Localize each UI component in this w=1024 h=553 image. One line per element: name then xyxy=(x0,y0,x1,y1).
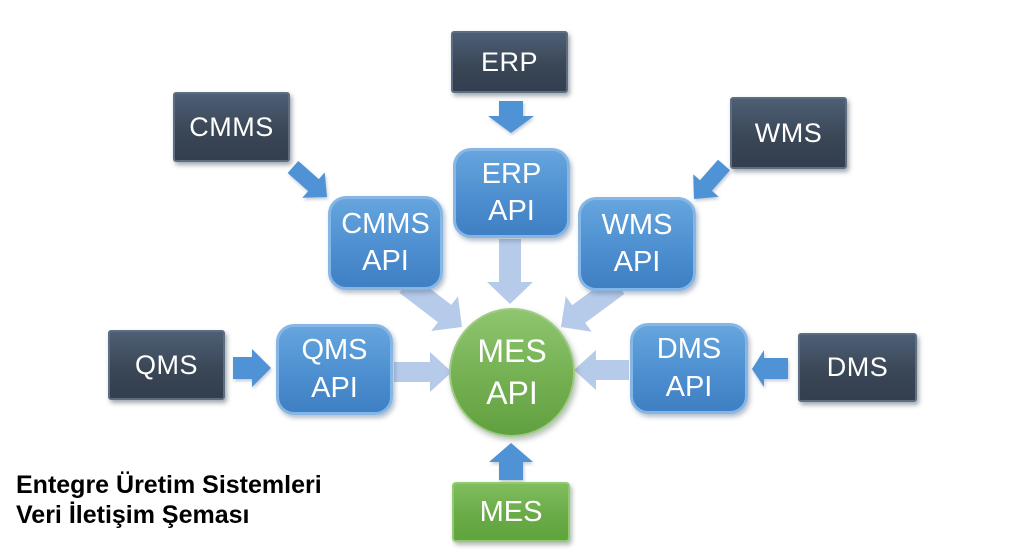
node-dms-api-label-line1: DMS xyxy=(656,333,722,366)
node-erp: ERP xyxy=(451,31,568,93)
node-mes-label: MES xyxy=(479,495,543,528)
arrow-mes-to-mes-api xyxy=(489,443,533,480)
node-mes-api-hub: MES API xyxy=(449,308,575,437)
node-erp-label: ERP xyxy=(480,46,539,77)
node-cmms-api-label-line1: CMMS xyxy=(341,207,430,240)
node-cmms-api: CMMS API xyxy=(328,196,443,290)
node-wms-api-label-line1: WMS xyxy=(601,208,673,241)
node-wms: WMS xyxy=(730,97,847,169)
node-wms-api: WMS API xyxy=(578,197,696,291)
arrow-dms-to-dms-api xyxy=(752,350,788,387)
arrow-cmms-to-cmms-api xyxy=(287,161,327,198)
node-qms-api-label-line1: QMS xyxy=(301,334,368,367)
node-erp-api: ERP API xyxy=(453,148,570,238)
node-wms-label: WMS xyxy=(754,117,823,148)
node-cmms-label: CMMS xyxy=(189,111,274,142)
node-qms: QMS xyxy=(108,330,225,400)
node-cmms-api-label-line2: API xyxy=(362,245,409,277)
node-dms-api-label-line2: API xyxy=(665,370,713,403)
node-qms-api-label-line2: API xyxy=(311,371,358,404)
node-qms-label: QMS xyxy=(134,349,198,380)
diagram-title-line1: Entegre Üretim Sistemleri xyxy=(16,471,322,499)
arrow-dms-api-to-mes-api xyxy=(574,350,629,390)
arrow-erp-api-to-mes-api xyxy=(487,239,533,304)
arrow-qms-to-qms-api xyxy=(233,349,271,387)
arrow-wms-to-wms-api xyxy=(693,159,730,199)
node-mes-api-label-line1: MES xyxy=(477,332,547,369)
arrow-qms-api-to-mes-api xyxy=(394,352,452,392)
node-dms-api: DMS API xyxy=(630,323,748,414)
node-mes-api-label-line2: API xyxy=(486,374,538,411)
node-qms-api: QMS API xyxy=(276,324,393,415)
diagram-title: Entegre Üretim Sistemleri Veri İletişim … xyxy=(16,470,322,530)
node-mes: MES xyxy=(452,482,570,542)
node-cmms: CMMS xyxy=(173,92,290,162)
node-dms-label: DMS xyxy=(826,352,889,382)
node-dms: DMS xyxy=(798,333,917,402)
diagram-title-line2: Veri İletişim Şeması xyxy=(16,501,250,529)
node-wms-api-label-line2: API xyxy=(613,246,661,278)
node-erp-api-label-line1: ERP xyxy=(481,157,542,190)
arrow-erp-to-erp-api xyxy=(488,101,534,133)
node-erp-api-label-line2: API xyxy=(488,195,535,227)
